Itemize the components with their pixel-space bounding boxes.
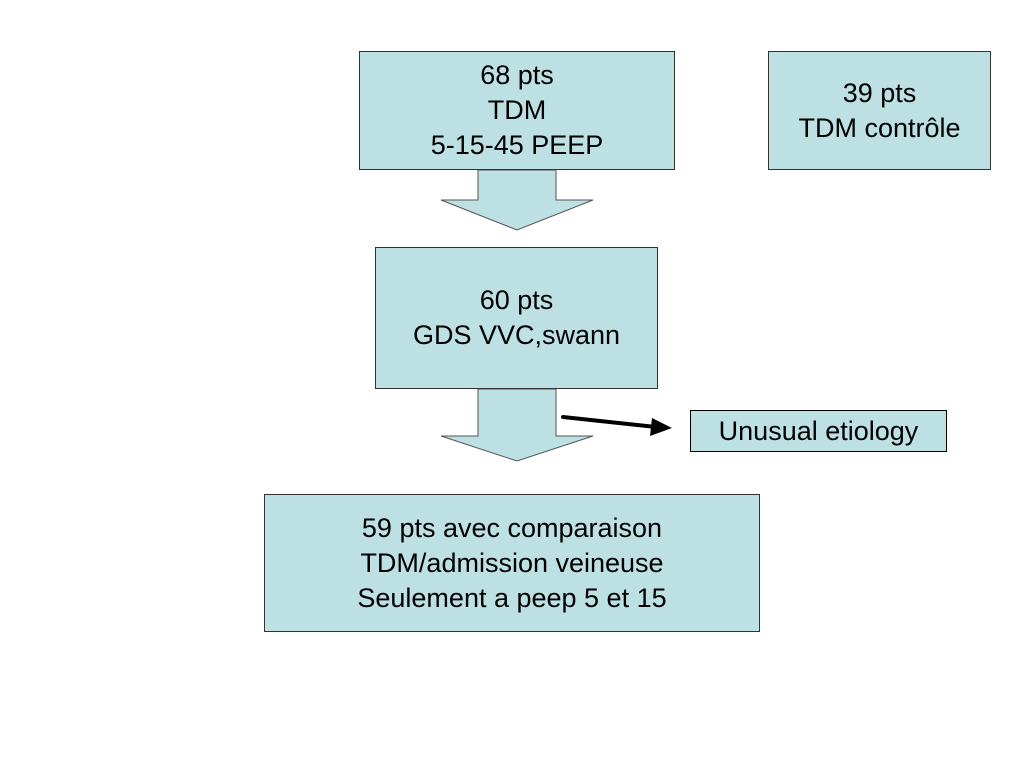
flow-arrow-start-to-middle [440, 169, 594, 231]
node-end-59-pts: 59 pts avec comparaison TDM/admission ve… [264, 494, 760, 632]
node-start-line-1: 68 pts [480, 60, 554, 90]
node-excluded-unusual-etiology: Unusual etiology [690, 410, 947, 452]
node-control-line-2: TDM contrôle [798, 112, 961, 143]
flow-arrow-middle-to-end [440, 388, 594, 462]
node-end-line-1: 59 pts avec comparaison [361, 512, 663, 543]
node-excluded-line-1: Unusual etiology [718, 416, 919, 446]
node-middle-line-2: GDS VVC,swann [412, 320, 621, 350]
node-end-line-3: Seulement a peep 5 et 15 [357, 582, 667, 613]
exclusion-arrow [561, 415, 672, 436]
node-middle-60-pts: 60 pts GDS VVC,swann [375, 247, 658, 389]
node-start-68-pts: 68 pts TDM 5-15-45 PEEP [359, 51, 675, 170]
node-end-line-2: TDM/admission veineuse [360, 547, 664, 578]
node-start-line-2: TDM [487, 95, 547, 125]
node-start-line-3: 5-15-45 PEEP [430, 130, 604, 160]
node-middle-line-1: 60 pts [479, 285, 554, 315]
node-control-39-pts: 39 pts TDM contrôle [768, 51, 991, 170]
node-control-line-1: 39 pts [842, 77, 917, 108]
